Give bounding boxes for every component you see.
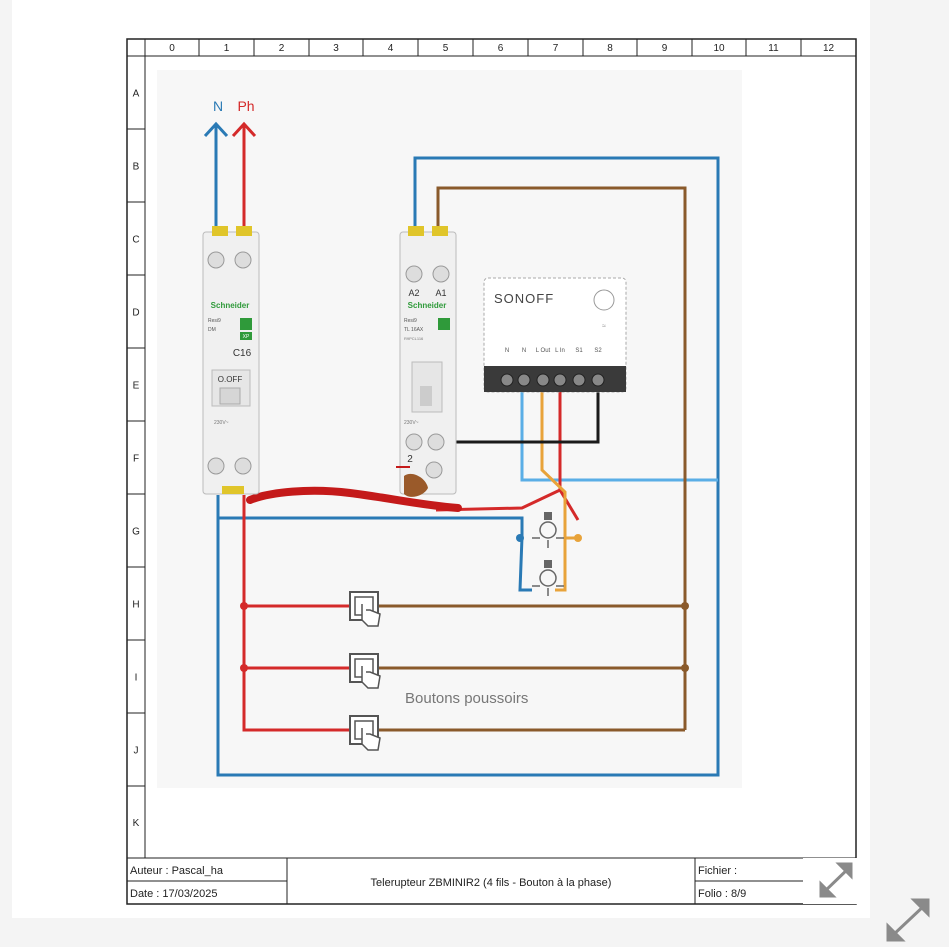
- row-label: C: [132, 235, 139, 246]
- column-label: 5: [443, 43, 449, 54]
- expand-button[interactable]: [803, 858, 859, 904]
- breaker-badge: XP: [243, 334, 250, 340]
- phase-relay-wire: [435, 390, 562, 512]
- fullscreen-button[interactable]: [884, 896, 934, 942]
- neutral-arrow: [203, 121, 229, 232]
- push-button-icon: [349, 591, 381, 627]
- module-terminal-label: S1: [575, 348, 583, 354]
- module-terminal-label: L Out: [536, 348, 551, 354]
- row-label: F: [133, 454, 139, 465]
- relay-terminal-a2: A2: [408, 288, 419, 298]
- column-label: 12: [823, 43, 835, 54]
- phase-button-wire: [242, 495, 350, 732]
- relay-voltage: 230V~: [404, 420, 419, 426]
- module-terminal-label: N: [522, 348, 526, 354]
- phase-label: Ph: [237, 98, 254, 114]
- buttons-label: Boutons poussoirs: [405, 690, 528, 707]
- svg-text:≈: ≈: [602, 323, 606, 330]
- expand-icon: [819, 862, 853, 898]
- row-label: B: [133, 162, 140, 173]
- breaker-rating: C16: [233, 348, 252, 359]
- terminal-screw-icon: [553, 373, 567, 387]
- file-field: Fichier :: [698, 865, 737, 877]
- column-label: 6: [498, 43, 504, 54]
- remote-switch-relay: A2 A1 Schneider Resi9 TL 16AX R9PCL116 2…: [396, 226, 457, 497]
- relay-brand: Schneider: [408, 301, 447, 310]
- circuit-breaker: Schneider Resi9 DM XP C16 O.OFF 230V~: [202, 226, 260, 495]
- row-label: A: [133, 89, 140, 100]
- column-label: 4: [388, 43, 394, 54]
- terminal-screw-icon: [572, 373, 586, 387]
- column-label: 3: [333, 43, 339, 54]
- lamp-icon: [532, 512, 564, 548]
- row-label: K: [133, 818, 140, 829]
- terminal-screw-icon: [591, 373, 605, 387]
- title-block: Auteur : Pascal_ha Date : 17/03/2025 Tel…: [127, 857, 856, 904]
- switched-wire: [436, 186, 687, 730]
- row-label: E: [133, 381, 140, 392]
- relay-series: Resi9: [404, 318, 417, 324]
- column-label: 11: [768, 43, 779, 54]
- column-label: 10: [713, 43, 725, 54]
- column-label: 7: [553, 43, 559, 54]
- neutral-loop-wire: [216, 156, 720, 777]
- terminal-screw-icon: [500, 373, 514, 387]
- module-terminal-label: N: [505, 348, 509, 354]
- hand-drawn-wire: [246, 486, 462, 512]
- phase-arrow: [231, 121, 257, 232]
- breaker-type: DM: [208, 327, 216, 333]
- relay-ref: R9PCL116: [404, 336, 424, 341]
- row-label: H: [132, 600, 139, 611]
- breaker-brand: Schneider: [211, 301, 250, 310]
- relay-terminal-2: 2: [407, 454, 413, 465]
- date-field: Date : 17/03/2025: [130, 888, 217, 900]
- push-button-icon: [349, 715, 381, 751]
- module-terminal-label: L In: [555, 348, 565, 354]
- lamp-icon: [532, 560, 564, 596]
- module-neutral-wire: [520, 390, 718, 482]
- terminal-screw-icon: [517, 373, 531, 387]
- module-terminal-label: S2: [594, 348, 602, 354]
- row-label: D: [132, 308, 139, 319]
- column-label: 2: [279, 43, 285, 54]
- terminal-screw-icon: [536, 373, 550, 387]
- junction-dots: [240, 534, 689, 672]
- row-label: I: [135, 673, 138, 684]
- column-label: 8: [607, 43, 613, 54]
- drawing-title: Telerupteur ZBMINIR2 (4 fils - Bouton à …: [371, 877, 612, 889]
- neutral-label: N: [213, 98, 223, 114]
- column-label: 9: [662, 43, 668, 54]
- breaker-state: O.OFF: [218, 375, 243, 384]
- signal-wire: [440, 390, 600, 444]
- column-label: 1: [224, 43, 230, 54]
- breaker-series: Resi9: [208, 318, 221, 324]
- author-field: Auteur : Pascal_ha: [130, 865, 224, 877]
- sonoff-module: SONOFF ≈ N N L Out L In S1 S2: [483, 277, 627, 393]
- folio-field: Folio : 8/9: [698, 888, 746, 900]
- row-label: J: [134, 746, 139, 757]
- relay-terminal-a1: A1: [435, 288, 446, 298]
- relay-model: TL 16AX: [404, 327, 424, 333]
- row-label: G: [132, 527, 140, 538]
- push-button-icon: [349, 653, 381, 689]
- breaker-voltage: 230V~: [214, 420, 229, 426]
- expand-icon: [886, 898, 930, 942]
- module-brand: SONOFF: [494, 291, 554, 306]
- column-label: 0: [169, 43, 175, 54]
